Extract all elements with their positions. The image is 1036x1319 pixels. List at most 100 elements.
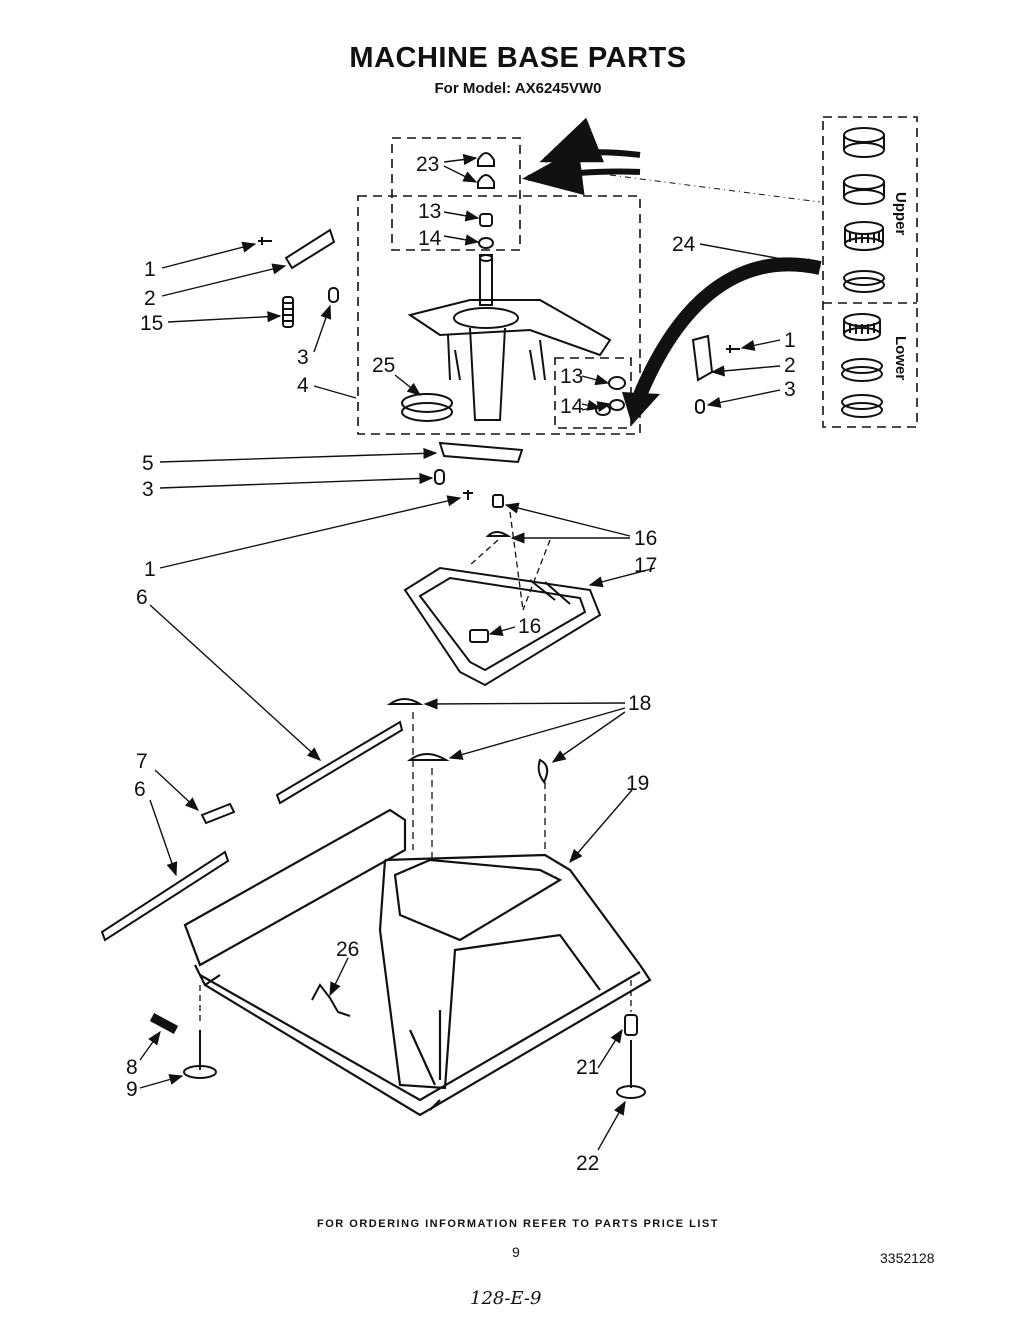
- brace-6a: [275, 720, 404, 805]
- bearing-kit-inset: [841, 127, 885, 418]
- top-bearing-parts: [477, 152, 495, 249]
- clip-3c: [434, 469, 445, 485]
- pads-18: [386, 698, 549, 860]
- clip-26: [311, 983, 351, 1017]
- callout-numbers: 1 2 15 3 4 23 13 14 24 25 13 14 1 2 3 5 …: [126, 153, 796, 1175]
- leg-9-foot: [183, 1065, 217, 1079]
- callout-2a: 2: [144, 287, 156, 310]
- callout-7: 7: [136, 750, 148, 773]
- callout-13b: 13: [560, 365, 583, 388]
- dashed-boxes: [357, 116, 918, 435]
- right-bracket-hardware: [691, 334, 740, 414]
- callout-26: 26: [336, 938, 359, 961]
- pad-18b: [406, 753, 450, 761]
- curved-arrow-upper-2: [522, 147, 641, 196]
- base-side-rail: [183, 808, 407, 967]
- callout-4: 4: [297, 374, 309, 397]
- lower-roller-bearing: [843, 313, 881, 341]
- callout-3b: 3: [784, 378, 796, 401]
- callout-19: 19: [626, 772, 649, 795]
- callout-1c: 1: [144, 558, 156, 581]
- pad-16a: [492, 494, 504, 508]
- leg-22-foot: [616, 1085, 646, 1099]
- pad-16b: [485, 531, 512, 537]
- callout-5: 5: [142, 452, 154, 475]
- bracket-2b: [691, 334, 714, 382]
- pad-16c: [469, 629, 489, 643]
- ordering-note: FOR ORDERING INFORMATION REFER TO PARTS …: [317, 1218, 719, 1230]
- model-subtitle: For Model: AX6245VW0: [434, 80, 602, 97]
- callout-24: 24: [672, 233, 696, 256]
- callout-17: 17: [634, 554, 657, 577]
- callout-3c: 3: [142, 478, 154, 501]
- top-bearing-box: [391, 137, 521, 251]
- leader-lines: [139, 154, 822, 1151]
- callout-13a: 13: [418, 200, 441, 223]
- curved-arrow-upper: [539, 117, 641, 163]
- upper-roller-bearing: [844, 221, 884, 251]
- part-23-upper: [477, 152, 495, 167]
- pad-18c: [537, 758, 549, 784]
- lower-race-1: [841, 358, 883, 382]
- lower-bracket-hardware: [434, 441, 524, 500]
- clip-3b: [695, 399, 705, 414]
- spring-15: [282, 296, 294, 328]
- bolt-1b: [726, 345, 740, 353]
- callout-21: 21: [576, 1056, 599, 1079]
- page-title: MACHINE BASE PARTS: [349, 42, 687, 74]
- part-21: [624, 1014, 638, 1036]
- clip-7: [200, 802, 236, 825]
- part-8: [149, 1013, 179, 1034]
- callout-6a: 6: [136, 586, 148, 609]
- callout-9: 9: [126, 1078, 138, 1101]
- upper-bearing-1: [843, 127, 885, 158]
- leveling-legs: [149, 980, 646, 1099]
- lower-race-2: [841, 394, 883, 418]
- callout-1b: 1: [784, 329, 796, 352]
- callout-8: 8: [126, 1056, 138, 1079]
- bracket-2a: [284, 228, 336, 270]
- bolt-1c: [463, 490, 473, 500]
- callout-14a: 14: [418, 227, 442, 250]
- base-frame-19: [183, 808, 652, 1117]
- drive-shaft: [479, 254, 493, 306]
- seal-25: [401, 393, 453, 422]
- lower-label: Lower: [892, 336, 909, 380]
- callout-22: 22: [576, 1152, 599, 1175]
- callout-18: 18: [628, 692, 651, 715]
- support-frame-17: [403, 494, 602, 687]
- bolt-1a: [258, 237, 272, 245]
- bracket-5: [438, 441, 524, 464]
- left-bracket-hardware: [258, 228, 339, 328]
- callout-2b: 2: [784, 354, 796, 377]
- bearing-kit-box: [822, 116, 918, 428]
- kit-reference-line: [609, 174, 821, 203]
- callout-3a: 3: [297, 346, 309, 369]
- transmission-box: [357, 195, 641, 435]
- callout-25: 25: [372, 354, 395, 377]
- upper-label: Upper: [892, 192, 909, 236]
- callout-15: 15: [140, 312, 163, 335]
- document-number: 3352128: [880, 1250, 935, 1266]
- part-14: [478, 237, 494, 249]
- part-23-lower: [477, 174, 495, 189]
- callout-1a: 1: [144, 258, 156, 281]
- side-bearing-parts: [595, 376, 626, 416]
- curved-arrow-lower-head: [622, 392, 660, 425]
- handwritten-note: 128-E-9: [470, 1288, 542, 1309]
- curved-arrow-lower: [633, 257, 822, 398]
- upper-bearing-2: [843, 174, 885, 205]
- callout-16a: 16: [634, 527, 657, 550]
- part-13: [479, 213, 493, 227]
- callout-16b: 16: [518, 615, 541, 638]
- callout-14b: 14: [560, 395, 584, 418]
- pad-18a: [386, 698, 424, 705]
- braces: [100, 720, 404, 942]
- callout-23: 23: [416, 153, 439, 176]
- gearcase-top: [407, 299, 612, 357]
- brace-6b: [100, 850, 230, 942]
- callout-6b: 6: [134, 778, 146, 801]
- page-number: 9: [512, 1244, 520, 1260]
- clip-3a: [328, 287, 339, 303]
